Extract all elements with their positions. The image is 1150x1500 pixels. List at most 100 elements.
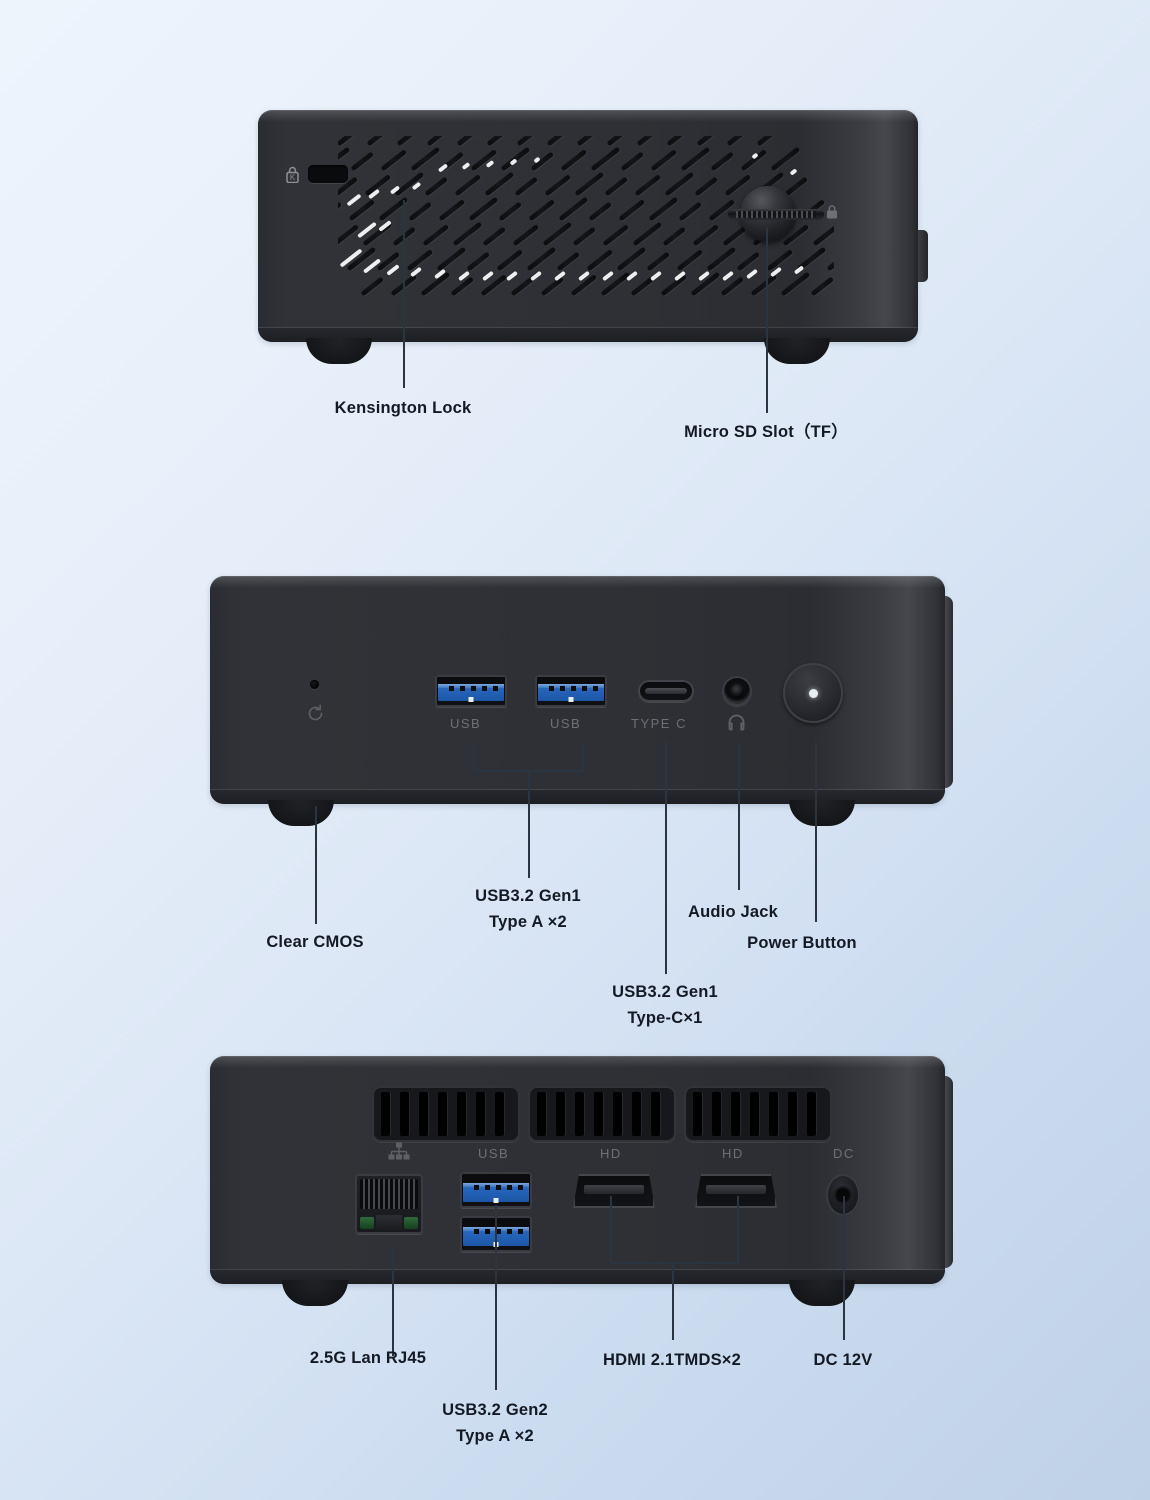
usb-a-front-bracket-r (582, 742, 584, 772)
vent-slat (498, 201, 523, 222)
vent-highlight (346, 193, 362, 207)
vent-slat (710, 151, 735, 172)
usb-a-port-2[interactable] (535, 675, 607, 707)
vent-slat (666, 136, 694, 147)
vent-slat (692, 224, 720, 247)
side-chassis: /*slats injected*/ K (258, 110, 918, 342)
vent-slat (426, 136, 457, 147)
rear-vent-slat (419, 1092, 428, 1136)
rear-vent-slat (556, 1092, 565, 1136)
vent-slat (482, 226, 507, 247)
vent-slat (360, 276, 385, 297)
vent-highlight (386, 264, 400, 276)
callout-micro-sd-slot: Micro SD Slot（TF） (684, 423, 848, 441)
callout-usb-a-rear: USB3.2 Gen2 Type A ×2 (442, 1398, 548, 1449)
vent-slat (424, 176, 449, 197)
dc-power-jack[interactable] (826, 1174, 860, 1216)
vent-highlight (482, 270, 494, 282)
kensington-lock-icon: K (286, 166, 299, 184)
vent-slat (526, 246, 557, 272)
vent-slat (338, 136, 367, 147)
hdmi-port-2[interactable] (695, 1174, 777, 1208)
rear-right-bevel (945, 1076, 953, 1268)
usb-c-port[interactable] (638, 680, 694, 702)
dc-in-leader (843, 1196, 845, 1340)
vent-slat (726, 136, 751, 147)
hdmi-port-1[interactable] (573, 1174, 655, 1208)
power-button-leader (815, 742, 817, 922)
usb-a-rear-leader (495, 1205, 497, 1390)
vent-slat (516, 136, 547, 147)
rear-vent-3 (684, 1086, 832, 1142)
side-base-lip (258, 328, 918, 342)
vent-highlight (793, 265, 805, 275)
vent-slat (756, 136, 784, 147)
micro-sd-slot-opening[interactable] (728, 209, 824, 220)
callout-usb-a-front-line1: USB3.2 Gen1 (475, 887, 581, 905)
usb-a-port-2-silk: USB (550, 716, 582, 731)
vent-slat (514, 176, 539, 197)
kensington-leader (403, 200, 405, 388)
vent-slat (408, 201, 433, 222)
vent-slat (486, 136, 514, 147)
callout-audio-jack: Audio Jack (687, 903, 779, 921)
usb-c-front-leader (665, 742, 667, 974)
vent-slat (454, 174, 482, 197)
power-led-indicator (808, 688, 818, 698)
vent-slat (436, 246, 467, 272)
lan-rj45-latch (376, 1215, 402, 1231)
vent-highlight (722, 270, 734, 282)
side-foot-right (764, 338, 830, 364)
usb-a-front-leader (528, 770, 530, 878)
kensington-lock-area: K (286, 162, 358, 190)
vent-slat (676, 249, 704, 272)
vent-slat (780, 271, 811, 297)
rear-vent-slat (788, 1092, 797, 1136)
vent-slat (422, 224, 450, 247)
callout-usb-a-front-line2: Type A ×2 (489, 912, 567, 931)
audio-jack-port[interactable] (722, 676, 752, 706)
vent-slat (810, 276, 834, 297)
usb-a-port-1[interactable] (435, 675, 507, 707)
callout-lan-rj45: 2.5G Lan RJ45 (309, 1349, 427, 1367)
rear-vent-1 (372, 1086, 520, 1142)
usb-a-port-2-pins (543, 686, 599, 691)
kensington-lock-slot[interactable] (308, 165, 348, 183)
hdmi-bracket-r (737, 1196, 739, 1264)
usb-a-rear-port-1-nib (493, 1198, 499, 1203)
usb-a-rear-port-1[interactable] (460, 1172, 532, 1208)
vent-highlight (461, 161, 471, 171)
side-foot-left (306, 338, 372, 364)
rear-vent-slat (594, 1092, 603, 1136)
vent-slat (338, 224, 360, 247)
vent-slat (396, 136, 424, 147)
vent-slat (576, 136, 604, 147)
vent-slat (572, 226, 597, 247)
lan-led-right (404, 1217, 418, 1229)
vent-highlight (602, 270, 614, 282)
lan-rj45-leader (392, 1246, 394, 1356)
rear-vent-slat (769, 1092, 778, 1136)
rear-view-device: USB HD HD DC (210, 1056, 953, 1306)
vent-highlight (530, 270, 542, 282)
side-view-device: /*slats injected*/ K (258, 110, 928, 364)
vent-slat (602, 224, 630, 247)
power-button[interactable] (783, 663, 843, 723)
usb-a-port-1-silk: USB (450, 716, 482, 731)
clear-cmos-pinhole[interactable] (310, 680, 319, 689)
headphone-icon (726, 712, 747, 737)
vent-slat (456, 136, 481, 147)
vent-slat (736, 251, 761, 272)
micro-sd-slot-assembly[interactable] (726, 184, 837, 244)
rear-vent-slat (575, 1092, 584, 1136)
vent-slat (694, 176, 719, 197)
vent-slat (588, 201, 613, 222)
micro-sd-leader (766, 228, 768, 413)
vent-slat (634, 174, 662, 197)
vent-slat (750, 274, 778, 297)
lan-rj45-port[interactable] (355, 1174, 423, 1234)
vent-slat (452, 221, 483, 247)
rear-vent-slat (712, 1092, 721, 1136)
vent-slat (604, 176, 629, 197)
vent-slat (590, 146, 621, 172)
